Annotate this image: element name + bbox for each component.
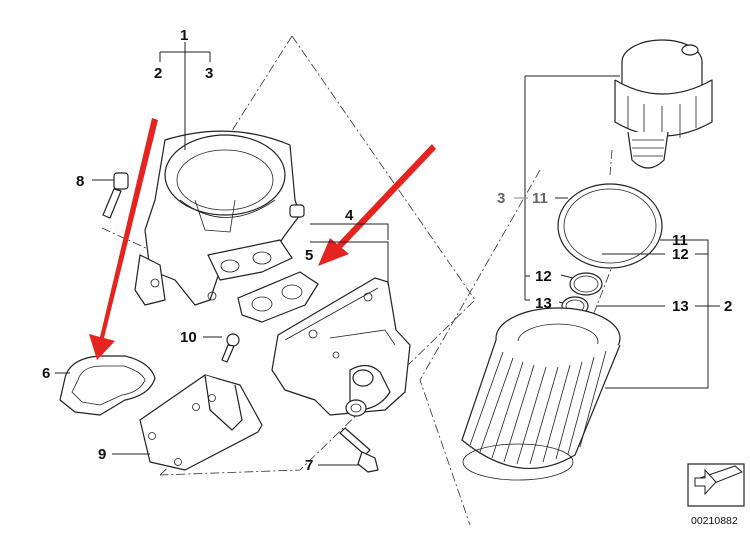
bolt-10 <box>221 333 240 363</box>
red-arrow-right <box>318 144 436 266</box>
callout-7: 7 <box>305 457 313 474</box>
callout-2-left: 2 <box>154 65 162 82</box>
callout-10: 10 <box>180 329 197 346</box>
housing-gasket <box>237 271 319 323</box>
oil-filter-element <box>461 307 621 481</box>
callout-13-left: 13 <box>535 295 552 312</box>
annotation-arrows <box>89 118 436 360</box>
callout-9: 9 <box>98 446 106 463</box>
callout-11-grey: 11 <box>532 190 548 207</box>
callout-2-right: 2 <box>724 298 732 315</box>
oil-filter-cap <box>614 39 713 169</box>
red-arrow-left <box>89 118 158 360</box>
callout-3-grey: 3 <box>497 190 505 207</box>
bracket-9 <box>139 374 263 471</box>
callout-13-right: 13 <box>672 298 689 315</box>
reference-number: 00210882 <box>691 515 738 527</box>
callout-5: 5 <box>305 247 313 264</box>
callout-12-right: 12 <box>672 246 689 263</box>
exploded-view-corner-icon <box>694 465 743 496</box>
callout-4: 4 <box>345 207 354 224</box>
o-ring-11 <box>557 183 663 269</box>
oil-cooler <box>271 277 411 417</box>
oil-filter-housing <box>134 130 305 306</box>
leader-lines <box>55 42 720 466</box>
callout-6: 6 <box>42 365 50 382</box>
callout-3-left: 3 <box>205 65 213 82</box>
callout-1: 1 <box>180 27 188 44</box>
o-rings <box>557 183 663 316</box>
bolt-7 <box>339 427 379 473</box>
reference-box: 00210882 <box>687 463 745 527</box>
callout-12-left: 12 <box>535 268 552 285</box>
callout-labels: 1 2 3 8 4 5 10 6 9 7 3 11 11 12 12 13 13… <box>42 27 732 474</box>
bolt-8 <box>102 172 129 219</box>
callout-11: 11 <box>672 232 688 249</box>
callout-8: 8 <box>76 173 84 190</box>
seal-gasket-6 <box>59 355 156 416</box>
